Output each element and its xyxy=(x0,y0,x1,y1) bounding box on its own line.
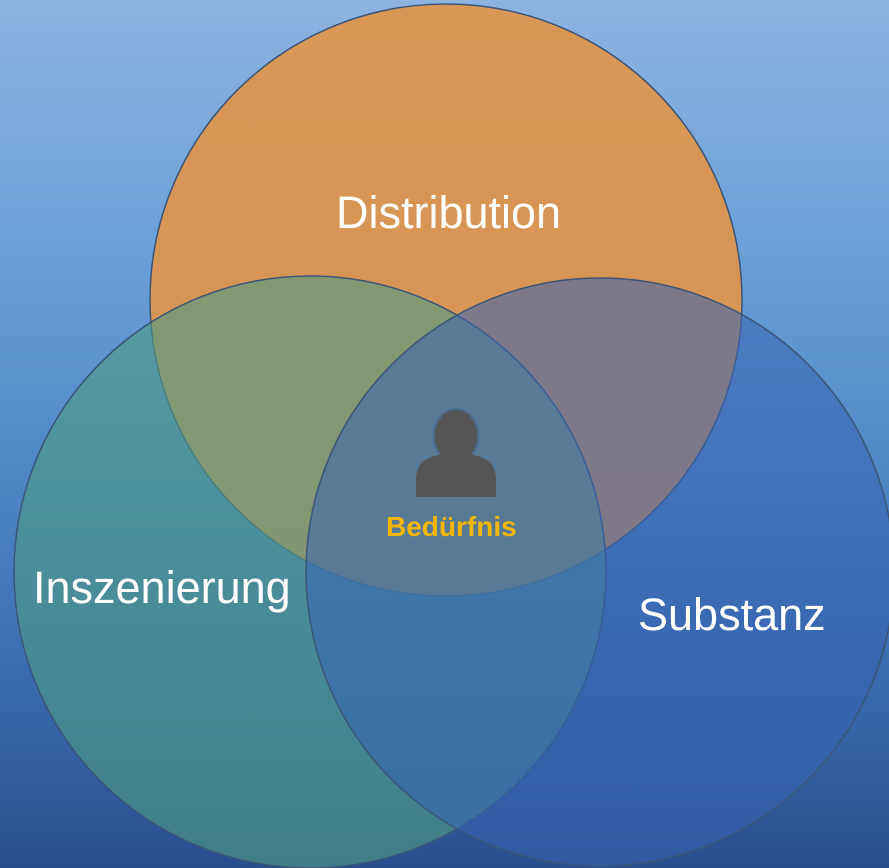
circle-substanz xyxy=(305,277,889,867)
label-substanz: Substanz xyxy=(638,589,826,640)
person-icon xyxy=(416,408,496,497)
label-distribution: Distribution xyxy=(336,187,562,238)
label-inszenierung: Inszenierung xyxy=(33,562,291,613)
label-center-beduerfnis: Bedürfnis xyxy=(386,511,517,542)
